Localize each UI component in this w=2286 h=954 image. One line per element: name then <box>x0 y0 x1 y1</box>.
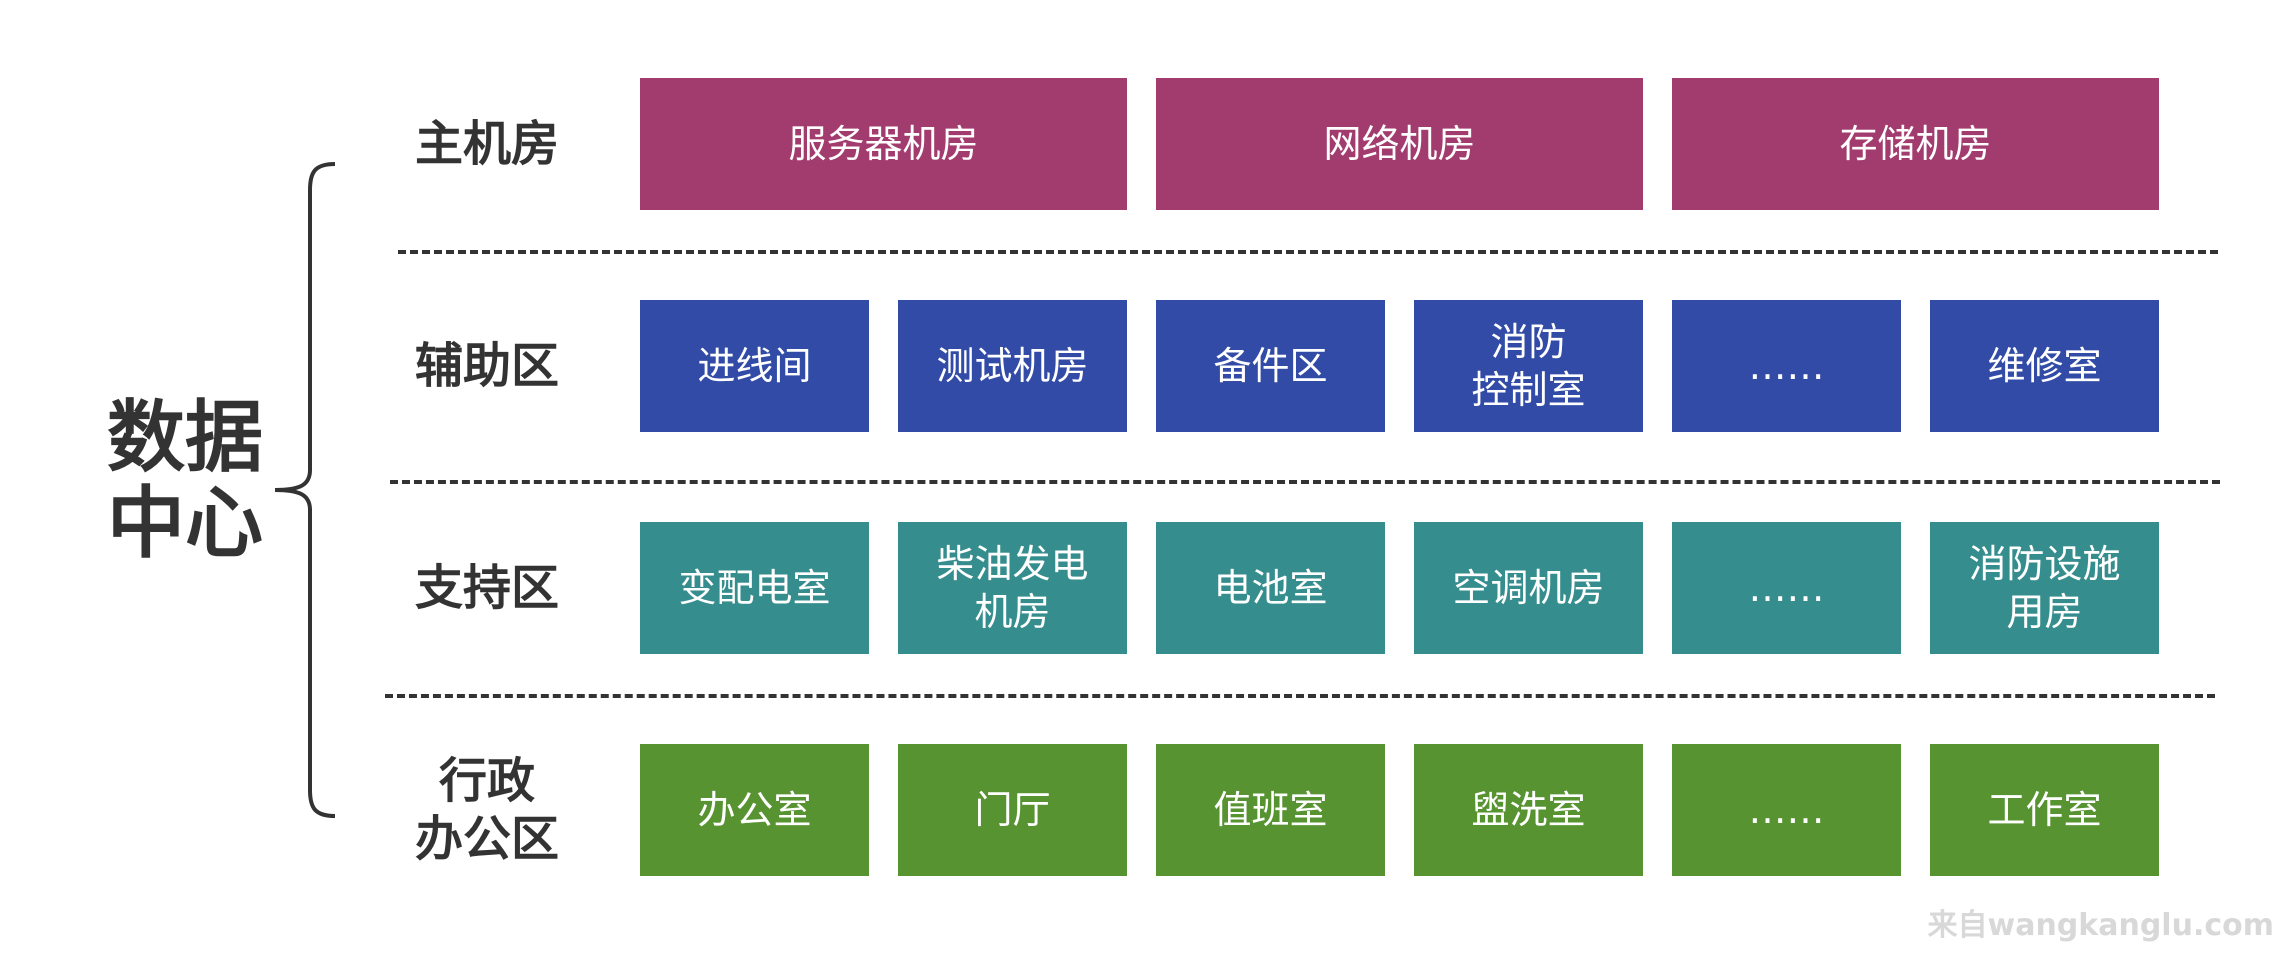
zone-room-box: 维修室 <box>1930 300 2159 432</box>
zone-room-box: 办公室 <box>640 744 869 876</box>
zone-room-box: 柴油发电机房 <box>898 522 1127 654</box>
room-name-line: …… <box>1748 566 1825 610</box>
room-name-line: 门厅 <box>974 788 1051 832</box>
row-auxiliary-zone-label: 辅助区 <box>392 300 582 432</box>
room-name-line: …… <box>1748 788 1825 832</box>
room-name-line: 进线间 <box>697 344 812 388</box>
room-name-line: 值班室 <box>1213 788 1328 832</box>
row-label-line: 辅助区 <box>414 338 559 394</box>
room-name-line: 盥洗室 <box>1471 788 1586 832</box>
room-name-line: 服务器机房 <box>788 122 979 166</box>
zone-room-box: 存储机房 <box>1672 78 2159 210</box>
zone-room-box: 电池室 <box>1156 522 1385 654</box>
zone-room-box: …… <box>1672 744 1901 876</box>
room-name-line: 柴油发电 <box>936 542 1089 586</box>
room-name-line: 测试机房 <box>936 344 1089 388</box>
room-name-line: 消防 <box>1490 320 1567 364</box>
room-name-line: 办公室 <box>697 788 812 832</box>
main-title-line-2: 中心 <box>106 479 263 569</box>
zone-room-box: 服务器机房 <box>640 78 1127 210</box>
room-name-line: 维修室 <box>1987 344 2102 388</box>
row-divider <box>390 480 2220 484</box>
row-label-line: 行政 <box>438 753 535 809</box>
room-name-line: 控制室 <box>1471 368 1586 412</box>
room-name-line: 工作室 <box>1987 788 2102 832</box>
watermark: 来自wangkanglu.com <box>1927 908 2274 943</box>
room-name-line: 备件区 <box>1213 344 1328 388</box>
row-admin-zone-label: 行政办公区 <box>392 744 582 876</box>
zone-room-box: 盥洗室 <box>1414 744 1643 876</box>
zone-room-box: 测试机房 <box>898 300 1127 432</box>
zone-room-box: 值班室 <box>1156 744 1385 876</box>
zone-room-box: 变配电室 <box>640 522 869 654</box>
row-divider <box>385 694 2215 698</box>
zone-room-box: 进线间 <box>640 300 869 432</box>
room-name-line: 电池室 <box>1213 566 1328 610</box>
zone-room-box: 空调机房 <box>1414 522 1643 654</box>
room-name-line: 用房 <box>2006 590 2083 634</box>
room-name-line: 消防设施 <box>1968 542 2121 586</box>
room-name-line: 变配电室 <box>678 566 831 610</box>
row-divider <box>398 250 2218 254</box>
grouping-brace <box>274 162 336 818</box>
room-name-line: 网络机房 <box>1323 122 1476 166</box>
room-name-line: 机房 <box>974 590 1051 634</box>
zone-room-box: 门厅 <box>898 744 1127 876</box>
row-label-line: 主机房 <box>414 116 559 172</box>
row-support-zone-label: 支持区 <box>392 522 582 654</box>
main-title: 数据 中心 <box>100 395 270 567</box>
room-name-line: 存储机房 <box>1839 122 1992 166</box>
zone-room-box: 工作室 <box>1930 744 2159 876</box>
zone-room-box: 消防控制室 <box>1414 300 1643 432</box>
main-title-line-1: 数据 <box>106 393 263 483</box>
zone-room-box: …… <box>1672 522 1901 654</box>
room-name-line: …… <box>1748 344 1825 388</box>
row-main-machine-room-label: 主机房 <box>392 78 582 210</box>
row-label-line: 支持区 <box>414 560 559 616</box>
zone-room-box: 网络机房 <box>1156 78 1643 210</box>
zone-room-box: 消防设施用房 <box>1930 522 2159 654</box>
room-name-line: 空调机房 <box>1452 566 1605 610</box>
row-label-line: 办公区 <box>414 811 559 867</box>
zone-room-box: …… <box>1672 300 1901 432</box>
zone-room-box: 备件区 <box>1156 300 1385 432</box>
